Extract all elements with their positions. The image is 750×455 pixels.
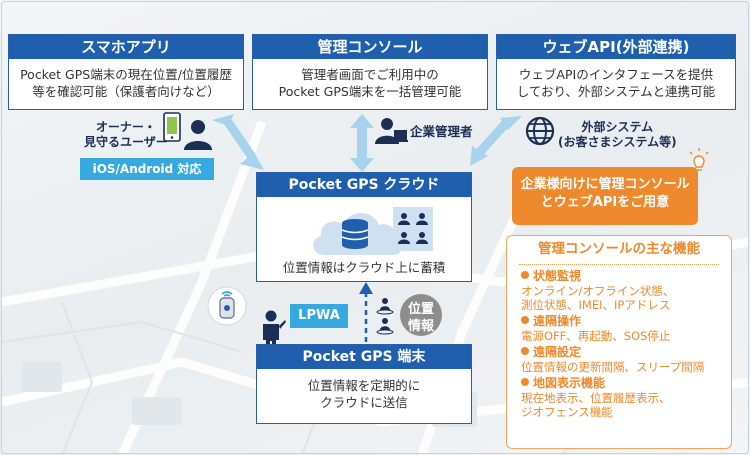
lpwa-badge: LPWA [290,304,348,328]
smartphone-app-desc-line2: 等を確認可能（保護者向けなど） [32,84,220,99]
web-api-box: ウェブAPI(外部連携) ウェブAPIのインタフェースを提供 しており、外部シス… [496,34,736,110]
function-item-desc: 測位状態、IMEI、IPアドレス [521,298,671,312]
cloud-database-icon [313,207,433,255]
owner-label-line2: 見守るユーザー [84,135,168,149]
owner-label: オーナー・ 見守るユーザー [84,120,168,150]
arrow-terminal-cloud [359,282,373,342]
arrow-api-cloud [470,116,522,166]
bullet-dot [521,347,529,355]
globe-icon [525,116,555,146]
callout-line1: 企業様向けに管理コンソール [520,177,690,192]
web-api-title: ウェブAPI(外部連携) [497,35,735,59]
function-item-title: 地図表示機能 [533,376,606,390]
cloud-title: Pocket GPS クラウド [257,173,471,197]
function-item-map-display: 地図表示機能 現在地表示、位置履歴表示、 ジオフェンス機能 [507,376,731,419]
cloud-desc: 位置情報はクラウド上に蓄積 [282,260,446,275]
function-item-title: 状態監視 [533,269,582,283]
function-item-status: 状態監視 オンライン/オフライン状態、 測位状態、IMEI、IPアドレス [507,269,731,312]
corporate-admin-label: 企業管理者 [410,124,473,139]
smartphone-app-desc-line1: Pocket GPS端末の現在位置/位置履歴 [20,67,232,82]
external-system-line1: 外部システム [581,120,654,134]
arrow-app-cloud [212,114,264,170]
cloud-box: Pocket GPS クラウド 位置情報はクラウド上に蓄積 [256,172,472,282]
admin-console-desc-line2: Pocket GPS端末を一括管理可能 [278,84,462,99]
location-pin-icons [376,298,394,335]
function-item-desc: オンライン/オフライン状態、 [521,284,675,298]
smartphone-app-box: スマホアプリ Pocket GPS端末の現在位置/位置履歴 等を確認可能（保護者… [8,34,244,110]
function-item-title: 遠隔操作 [533,314,582,328]
position-line1: 位置 [407,302,434,317]
admin-console-title: 管理コンソール [253,35,487,59]
external-system-label: 外部システム (お客さまシステム等) [558,120,677,150]
bullet-dot [521,378,529,386]
function-item-desc: 位置情報の更新間隔、スリープ間隔 [521,360,705,374]
web-api-desc-line2: しており、外部システムと連携可能 [516,84,716,99]
function-item-desc: ジオフェンス機能 [521,405,613,419]
external-system-line2: (お客さまシステム等) [558,135,677,149]
user-icon [184,120,212,150]
smartphone-app-title: スマホアプリ [9,35,243,59]
bullet-dot [521,271,529,279]
smartphone-app-desc: Pocket GPS端末の現在位置/位置履歴 等を確認可能（保護者向けなど） [9,59,243,100]
callout-box: 企業様向けに管理コンソール とウェブAPIをご用意 [512,167,698,225]
functions-title: 管理コンソールの主な機能 [538,241,700,257]
function-item-remote-operation: 遠隔操作 電源OFF、再起動、SOS停止 [507,314,731,343]
os-badge: iOS/Android 対応 [80,158,214,180]
function-item-remote-settings: 遠隔設定 位置情報の更新間隔、スリープ間隔 [507,345,731,374]
function-item-desc: 現在地表示、位置履歴表示、 [521,391,671,405]
functions-box: 管理コンソールの主な機能 状態監視 オンライン/オフライン状態、 測位状態、IM… [506,235,732,449]
web-api-desc: ウェブAPIのインタフェースを提供 しており、外部システムと連携可能 [497,59,735,100]
terminal-desc-line1: 位置情報を定期的に [307,378,421,393]
owner-label-line1: オーナー・ [95,120,156,134]
admin-console-desc-line1: 管理者画面でご利用中の [301,67,439,82]
terminal-box: Pocket GPS 端末 位置情報を定期的に クラウドに送信 [256,344,472,424]
terminal-desc: 位置情報を定期的に クラウドに送信 [257,369,471,411]
bullet-dot [521,316,529,324]
admin-console-desc: 管理者画面でご利用中の Pocket GPS端末を一括管理可能 [253,59,487,100]
position-line2: 情報 [407,319,434,334]
position-info-badge: 位置 情報 [400,294,442,336]
admin-console-box: 管理コンソール 管理者画面でご利用中の Pocket GPS端末を一括管理可能 [252,34,488,110]
smartphone-icon [163,112,181,142]
function-item-desc: 電源OFF、再起動、SOS停止 [521,329,671,343]
web-api-desc-line1: ウェブAPIのインタフェースを提供 [518,67,714,82]
lightbulb-icon [689,148,709,171]
function-item-title: 遠隔設定 [533,345,582,359]
callout-line2: とウェブAPIをご用意 [540,195,670,210]
gps-device-icon [207,286,247,326]
terminal-desc-line2: クラウドに送信 [320,395,408,410]
corporate-admin-icon [375,118,408,144]
arrow-console-cloud [350,114,374,172]
functions-divider [519,264,719,265]
terminal-title: Pocket GPS 端末 [257,345,471,369]
